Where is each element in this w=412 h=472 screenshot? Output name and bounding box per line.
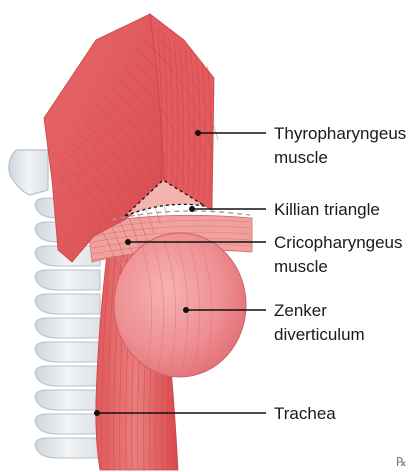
label-zenker-2: diverticulum <box>274 325 365 344</box>
label-cricopharyngeus-1: Cricopharyngeus <box>274 233 403 252</box>
label-thyropharyngeus-2: muscle <box>274 148 328 167</box>
label-thyropharyngeus-1: Thyropharyngeus <box>274 124 406 143</box>
label-zenker-1: Zenker <box>274 301 327 320</box>
rx-mark: ℞ <box>396 455 407 469</box>
label-killian: Killian triangle <box>274 200 380 219</box>
label-trachea: Trachea <box>274 404 336 423</box>
label-cricopharyngeus-2: muscle <box>274 257 328 276</box>
